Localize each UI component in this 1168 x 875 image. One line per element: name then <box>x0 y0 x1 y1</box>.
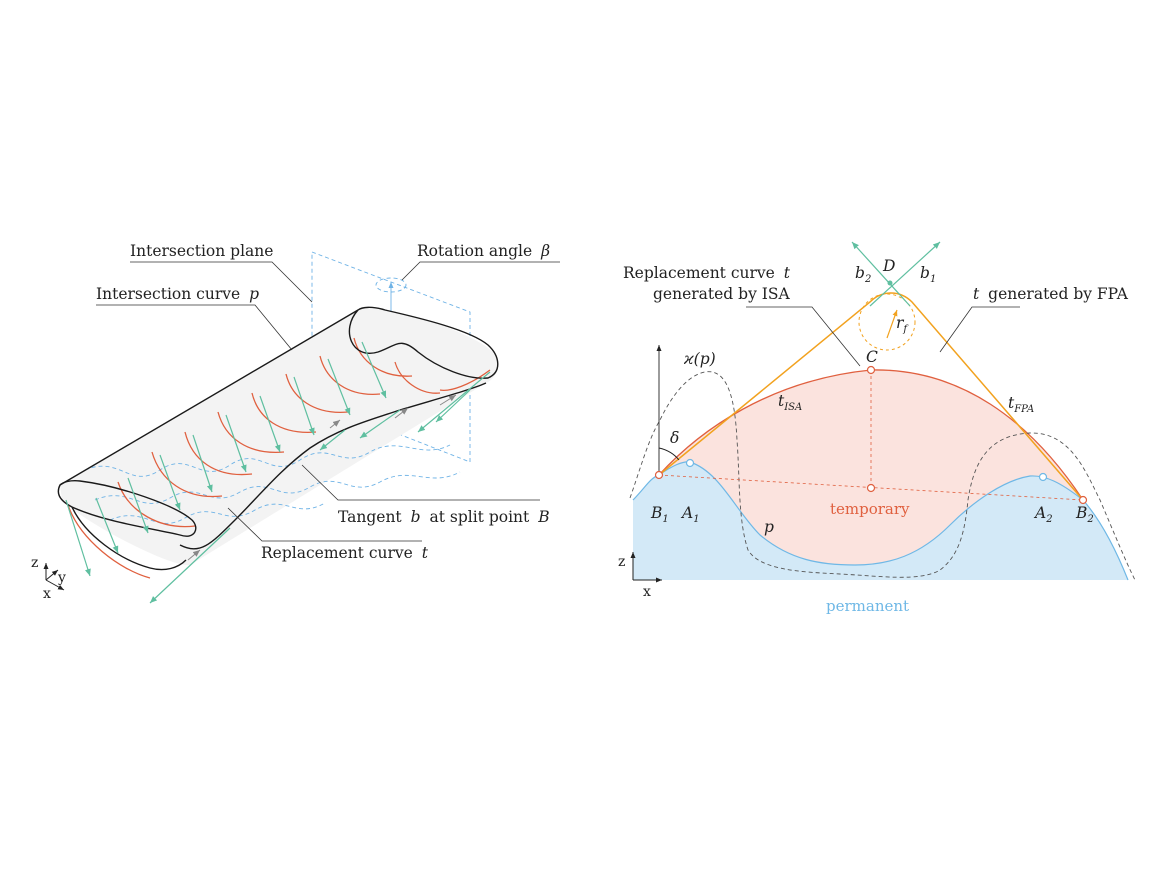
axis-x-right: x <box>643 584 651 600</box>
label-B1: B1 <box>650 504 669 525</box>
label-temporary: temporary <box>830 500 910 518</box>
body-surface <box>60 308 498 566</box>
label-kappa: ϰ(p) <box>683 350 716 368</box>
leader-isa <box>746 306 861 367</box>
axis-z-right: z <box>618 554 625 570</box>
tangent-arrows-left <box>65 341 491 604</box>
leader-replacement <box>227 507 422 542</box>
label-t-fpa: tFPA <box>1008 394 1034 415</box>
body-bottom-edge-2 <box>71 506 187 571</box>
label-rf: rf <box>896 314 909 335</box>
label-intersection-curve: Intersection curve p <box>96 285 259 303</box>
label-permanent: permanent <box>826 597 909 615</box>
label-isa-line2: generated by ISA <box>653 285 790 303</box>
points <box>654 365 1088 505</box>
point-D <box>887 280 893 286</box>
label-b1: b1 <box>920 264 936 285</box>
point-B2 <box>1078 495 1088 505</box>
axis-x-left: x <box>43 586 51 602</box>
tangent-arrows-grey <box>187 394 457 561</box>
leader-curve-p <box>96 304 293 351</box>
label-isa-line1: Replacement curve t <box>623 264 791 282</box>
left-panel: Intersection plane Rotation angle β Inte… <box>31 242 560 604</box>
delta-arc <box>658 447 680 461</box>
label-fpa: t generated by FPA <box>973 285 1129 303</box>
leader-plane <box>130 261 313 303</box>
leader-rotation <box>401 261 560 281</box>
axes-right: z x <box>618 552 662 600</box>
end-profile-left <box>57 480 197 537</box>
body-bottom-edge <box>179 382 487 550</box>
point-A1 <box>685 458 695 468</box>
axis-y-left: y <box>57 570 66 586</box>
label-rotation-angle: Rotation angle β <box>417 242 550 260</box>
fillet-circle <box>858 293 916 351</box>
label-A2: A2 <box>1033 504 1053 525</box>
axis-z-left: z <box>31 555 38 571</box>
label-replacement-curve: Replacement curve t <box>261 544 429 562</box>
axes-left: z y x <box>31 555 66 602</box>
label-A1: A1 <box>680 504 700 525</box>
fpa-curve <box>658 292 1084 501</box>
label-tangent: Tangent b at split point B <box>338 508 550 526</box>
label-intersection-plane: Intersection plane <box>130 242 273 260</box>
label-C: C <box>866 348 878 366</box>
tangent-b2 <box>851 241 911 307</box>
leader-fpa <box>939 306 1020 353</box>
replacement-curves-left <box>67 337 491 579</box>
permanent-region <box>633 461 1128 580</box>
point-A2 <box>1038 472 1048 482</box>
permanent-boundary <box>632 461 1129 581</box>
right-panel: Replacement curve t generated by ISA t g… <box>618 241 1136 615</box>
label-p: p <box>764 518 774 536</box>
point-mid <box>866 483 876 493</box>
label-B2: B2 <box>1075 504 1094 525</box>
label-delta: δ <box>670 429 679 447</box>
label-D: D <box>882 257 896 275</box>
label-t-isa: tISA <box>778 392 802 413</box>
kappa-curve <box>629 371 1136 581</box>
fillet-radius <box>886 309 898 339</box>
label-b2: b2 <box>855 264 871 285</box>
body-top-edge <box>59 309 359 486</box>
point-B1 <box>654 470 664 480</box>
point-C <box>866 365 876 375</box>
end-profile-right <box>348 306 499 379</box>
intersection-plane <box>311 251 471 463</box>
tangent-b1 <box>869 241 941 307</box>
leader-tangent <box>301 464 540 501</box>
